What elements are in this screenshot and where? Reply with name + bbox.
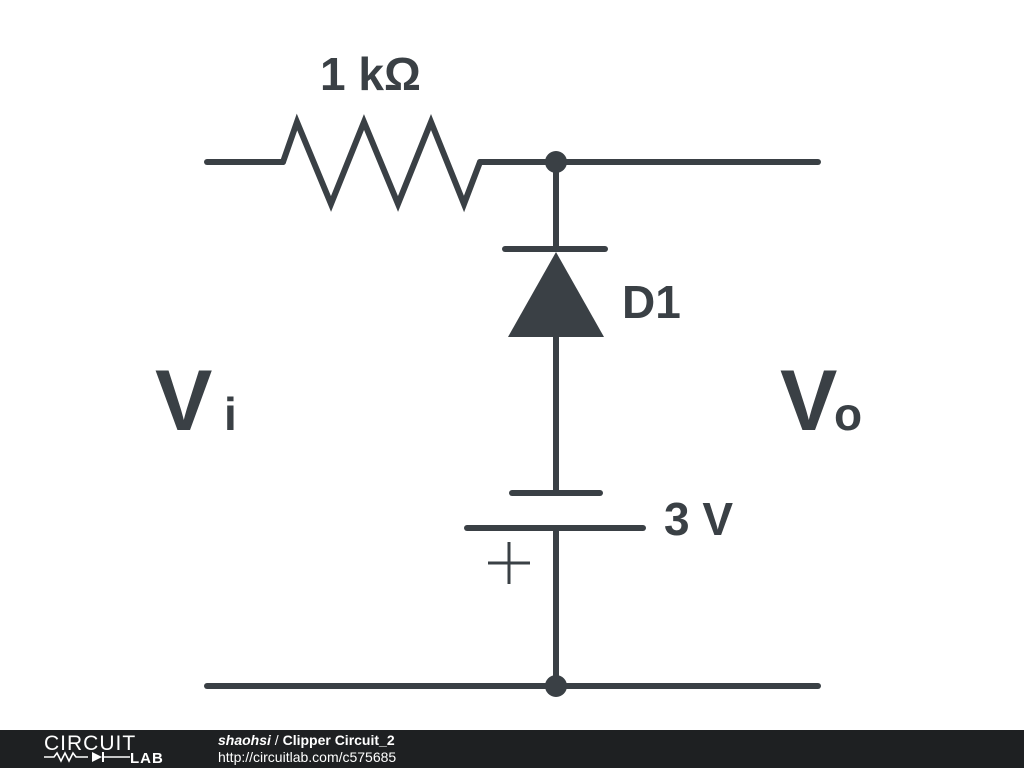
resistor-diode-logo-icon	[44, 751, 130, 763]
resistor-label: 1 kΩ	[320, 48, 421, 100]
circuitlab-logo[interactable]: CIRCUIT LAB	[44, 730, 174, 768]
junction-node-bottom	[545, 675, 567, 697]
circuit-schematic: 1 kΩ D1 3 V V i V o	[155, 48, 862, 697]
author-link[interactable]: shaohsi	[218, 732, 271, 748]
diode-triangle	[508, 252, 604, 337]
separator: /	[270, 732, 283, 748]
logo-text-circuit: CIRCUIT	[44, 732, 137, 755]
output-voltage-subscript: o	[834, 388, 862, 440]
circuit-url-link[interactable]: http://circuitlab.com/c575685	[218, 749, 397, 765]
resistor	[280, 113, 483, 213]
logo-text-lab: LAB	[130, 750, 164, 767]
diode-label: D1	[622, 276, 681, 328]
battery-label: 3 V	[664, 493, 733, 545]
circuit-title-link[interactable]: Clipper Circuit_2	[282, 732, 395, 748]
circuit-meta: shaohsi / Clipper Circuit_2 http://circu…	[218, 732, 396, 766]
output-voltage-label: V	[780, 353, 837, 449]
footer-bar: CIRCUIT LAB shaohsi / Clipper Circuit_2 …	[0, 730, 1024, 768]
input-voltage-label: V	[155, 353, 212, 449]
input-voltage-subscript: i	[224, 388, 237, 440]
